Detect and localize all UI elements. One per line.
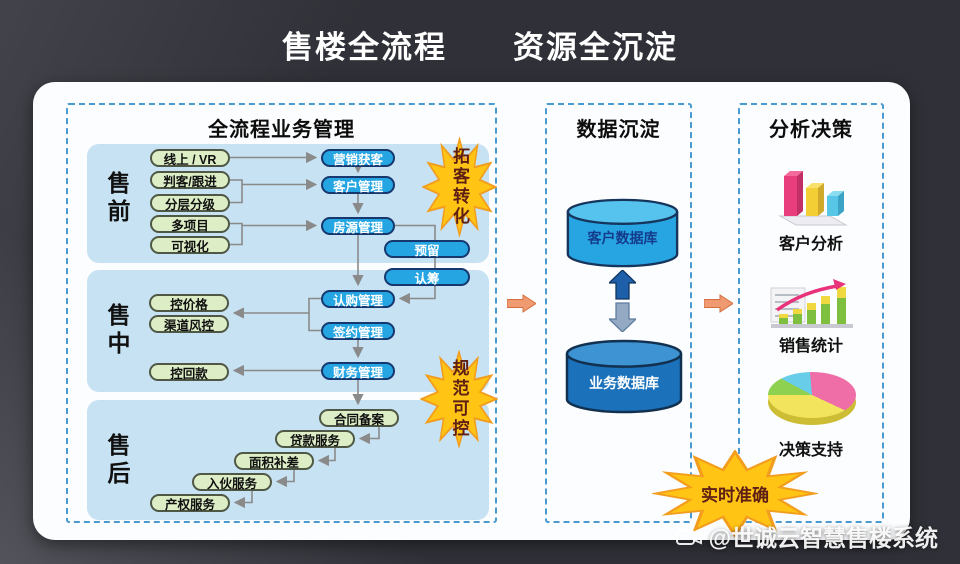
aftersale-step-box: 贷款服务 [275, 430, 355, 448]
trend-chart-icon [770, 279, 853, 328]
aftersale-step-box: 合同备案 [319, 409, 399, 427]
diagram-panel: 全流程业务管理 售前 售中 售后 [33, 82, 910, 540]
customer-database: 客户数据库 [565, 198, 680, 268]
starburst-icon [420, 350, 498, 448]
presale-module-box: 营销获客 [321, 149, 395, 167]
decision-support-label: 决策支持 [778, 442, 843, 459]
flow-right-arrow-icon [507, 294, 536, 313]
customer-analysis-label: 客户分析 [778, 236, 843, 253]
watermark: @世诚云智慧售楼系统 [675, 519, 938, 553]
presale-module-box: 客户管理 [321, 176, 395, 194]
presale-stage-label: 售前 [104, 171, 130, 227]
midsale-control-box: 渠道风控 [149, 315, 229, 333]
presale-source-box: 判客/跟进 [150, 171, 230, 189]
flow-right-arrow-icon [704, 294, 733, 313]
analysis-header: 分析决策 [769, 119, 853, 141]
database-cylinder-icon [566, 198, 679, 268]
presale-source-box: 多项目 [150, 215, 230, 233]
midsale-module-box: 签约管理 [321, 322, 395, 340]
data-layer-header: 数据沉淀 [576, 119, 661, 141]
watermark-text: @世诚云智慧售楼系统 [708, 525, 938, 551]
midsale-module-box: 财务管理 [321, 362, 395, 380]
starburst-icon [422, 137, 497, 237]
pie-chart-icon [768, 372, 856, 426]
sales-statistics-label: 销售统计 [778, 338, 843, 355]
camera-icon [675, 525, 702, 545]
midsale-stage-label: 售中 [104, 303, 130, 359]
midsale-control-box: 控回款 [149, 363, 229, 381]
presale-sub-box: 认筹 [384, 268, 470, 286]
presale-module-box: 房源管理 [321, 217, 395, 235]
customer-conversion-badge: 拓客转化 [422, 137, 497, 237]
presale-source-box: 线上 / VR [150, 149, 230, 167]
aftersale-step-box: 面积补差 [234, 452, 314, 470]
midsale-module-box: 认购管理 [321, 290, 395, 308]
process-header: 全流程业务管理 [208, 119, 355, 141]
presale-sub-box: 预留 [384, 240, 470, 258]
presale-source-box: 分层分级 [150, 194, 230, 212]
section-process-management: 全流程业务管理 售前 售中 售后 [66, 103, 498, 523]
sync-arrows-icon [609, 270, 636, 332]
realtime-accurate-badge: 实时准确 [652, 450, 818, 537]
aftersale-step-box: 产权服务 [150, 494, 230, 512]
page-title: 售楼全流程 资源全沉淀 [282, 30, 678, 65]
section-analysis-decision: 分析决策 客户分析 [738, 103, 884, 523]
pie-chart-top [768, 372, 856, 418]
standard-control-badge: 规范可控 [420, 350, 498, 448]
aftersale-step-box: 入伙服务 [192, 473, 272, 491]
aftersale-stage-label: 售后 [104, 433, 130, 489]
bar-chart-icon [778, 171, 848, 226]
midsale-control-box: 控价格 [149, 294, 229, 312]
database-cylinder-icon [565, 339, 683, 414]
presale-source-box: 可视化 [150, 236, 230, 254]
section-data-layer: 数据沉淀 客户数据库 业务数据库 [545, 103, 692, 523]
business-database: 业务数据库 [564, 339, 684, 414]
starburst-icon [652, 450, 818, 537]
